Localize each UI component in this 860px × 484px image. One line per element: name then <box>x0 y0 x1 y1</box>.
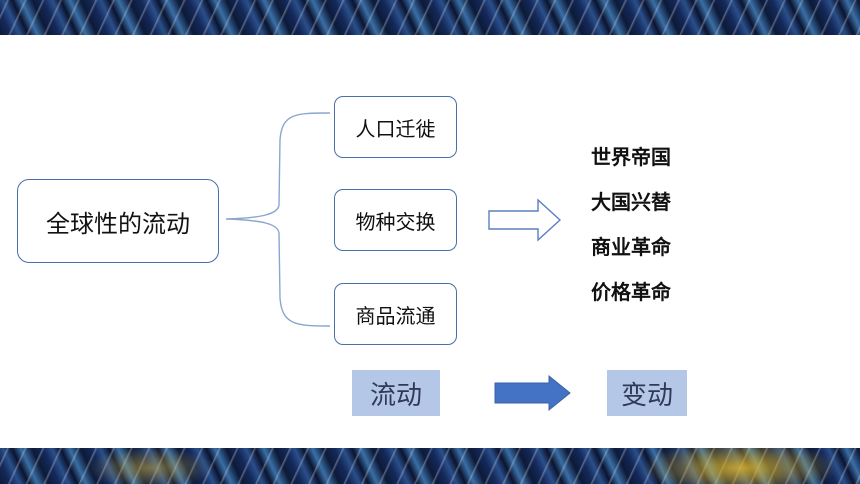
flow-tag: 流动 <box>352 370 440 416</box>
branch-box-commodity-circulation: 商品流通 <box>334 283 457 345</box>
result-item: 世界帝国 <box>591 145 671 169</box>
outline-arrow <box>488 198 562 242</box>
decorative-banner-bottom <box>0 448 860 484</box>
change-tag: 变动 <box>607 370 687 416</box>
brace-connector <box>225 112 331 327</box>
result-item: 大国兴替 <box>591 190 671 214</box>
branch-label: 物种交换 <box>355 209 436 234</box>
branch-box-migration: 人口迁徙 <box>334 96 457 158</box>
branch-label: 人口迁徙 <box>355 116 436 141</box>
results-list: 世界帝国 大国兴替 商业革命 价格革命 <box>591 143 671 323</box>
branch-label: 商品流通 <box>355 303 436 328</box>
main-concept-box: 全球性的流动 <box>17 179 219 263</box>
solid-arrow <box>494 374 571 412</box>
change-tag-label: 变动 <box>620 380 673 411</box>
branch-box-species-exchange: 物种交换 <box>334 189 457 251</box>
result-item: 价格革命 <box>591 280 671 304</box>
flow-tag-label: 流动 <box>369 380 422 411</box>
result-item: 商业革命 <box>591 235 671 259</box>
decorative-banner-top <box>0 0 860 35</box>
main-concept-label: 全球性的流动 <box>46 209 190 238</box>
